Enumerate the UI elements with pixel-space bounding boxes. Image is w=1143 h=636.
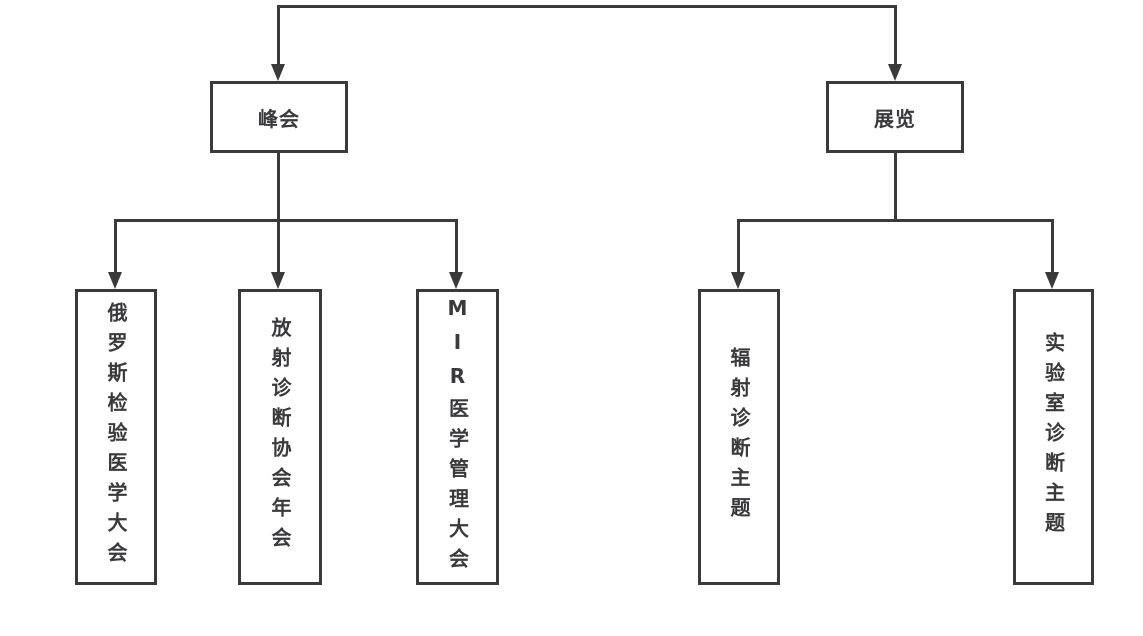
arrowhead-down-icon bbox=[271, 64, 285, 81]
node-mir-medical-management-congress: MIR医学管理大会 bbox=[416, 289, 499, 585]
connector-summit-drop-3 bbox=[455, 219, 458, 273]
connector-exhibition-horizontal bbox=[737, 219, 1054, 222]
node-label: 放射诊断协会年会 bbox=[268, 317, 292, 557]
node-radiology-association-annual-meeting: 放射诊断协会年会 bbox=[238, 289, 322, 585]
node-exhibition: 展览 bbox=[826, 81, 964, 153]
connector-exhibition-stem bbox=[894, 153, 897, 221]
arrowhead-down-icon bbox=[1045, 272, 1059, 289]
node-label: 实验室诊断主题 bbox=[1041, 332, 1066, 542]
connector-exhibition-drop-1 bbox=[737, 219, 740, 273]
connector-top-horizontal bbox=[277, 5, 897, 8]
connector-summit-horizontal bbox=[114, 219, 458, 222]
connector-exhibition-drop-2 bbox=[1051, 219, 1054, 273]
node-radiation-diagnosis-theme: 辐射诊断主题 bbox=[698, 289, 780, 585]
arrowhead-down-icon bbox=[271, 272, 285, 289]
node-label: 辐射诊断主题 bbox=[727, 347, 751, 527]
connector-summit-drop-2 bbox=[277, 219, 280, 273]
node-summit: 峰会 bbox=[210, 81, 348, 153]
arrowhead-down-icon bbox=[108, 272, 122, 289]
node-summit-label: 峰会 bbox=[258, 106, 300, 131]
node-label: 俄罗斯检验医学大会 bbox=[104, 302, 128, 572]
connector-summit-stem bbox=[277, 153, 280, 221]
node-laboratory-diagnosis-theme: 实验室诊断主题 bbox=[1013, 289, 1094, 585]
node-exhibition-label: 展览 bbox=[874, 106, 916, 131]
arrowhead-down-icon bbox=[731, 272, 745, 289]
connector-top-right-drop bbox=[894, 5, 897, 66]
node-russian-lab-medicine-congress: 俄罗斯检验医学大会 bbox=[75, 289, 157, 585]
arrowhead-down-icon bbox=[888, 64, 902, 81]
connector-top-left-drop bbox=[277, 5, 280, 66]
arrowhead-down-icon bbox=[449, 272, 463, 289]
connector-summit-drop-1 bbox=[114, 219, 117, 273]
node-label: MIR医学管理大会 bbox=[445, 296, 470, 578]
